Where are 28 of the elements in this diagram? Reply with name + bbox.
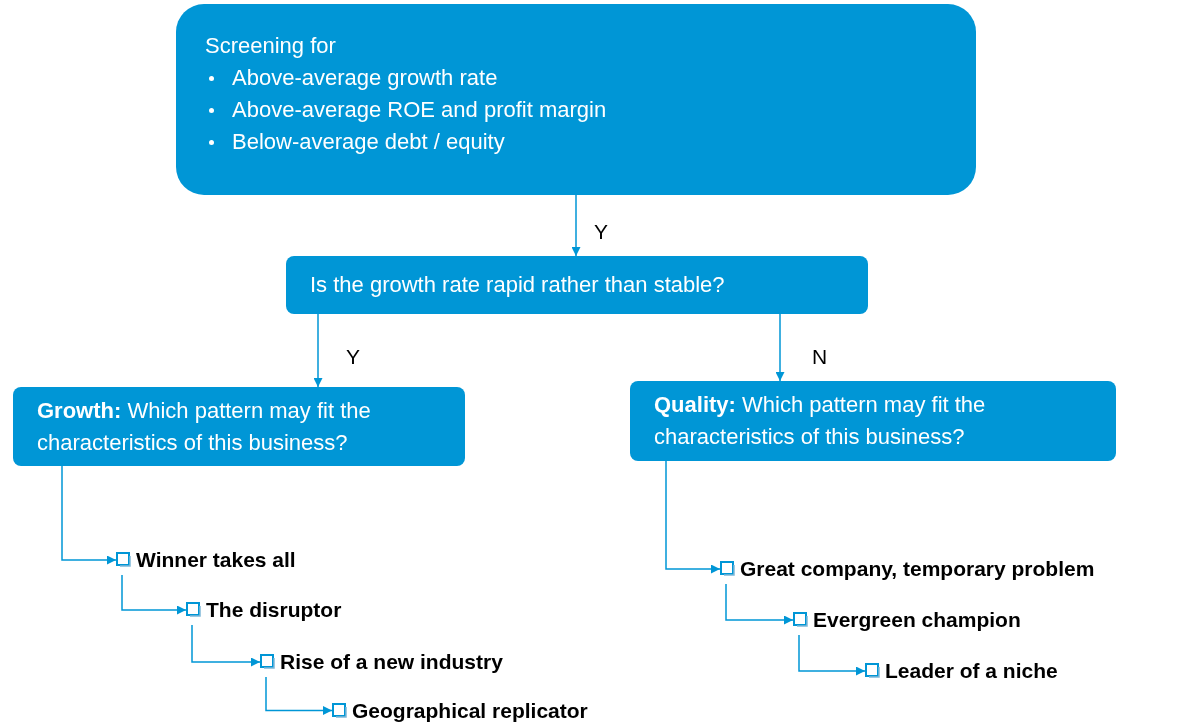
arrow	[775, 313, 785, 382]
pattern-label: The disruptor	[206, 597, 342, 624]
pattern-label: Rise of a new industry	[280, 649, 503, 676]
arrow	[265, 676, 333, 715]
pattern-label: Winner takes all	[136, 547, 296, 574]
box-text: Is the growth rate rapid rather than stable?	[310, 271, 726, 299]
box-text: Quality: Which pattern may fit the characteristics of this business?	[654, 391, 987, 451]
question-box	[630, 381, 1116, 461]
pattern-label: Evergreen champion	[813, 607, 1021, 634]
arrow	[313, 313, 323, 388]
pattern-label: Great company, temporary problem	[740, 556, 1095, 583]
pattern-label: Leader of a niche	[885, 658, 1058, 685]
bullet-text: Below-average debt / equity	[232, 128, 505, 156]
arrow	[121, 574, 187, 615]
box-heading: Screening for	[205, 32, 337, 60]
box-text: Growth: Which pattern may fit the characteristics of this business?	[37, 396, 372, 457]
pattern-label: Geographical replicator	[352, 697, 588, 724]
question-box	[286, 256, 868, 314]
arrow	[798, 634, 866, 676]
arrow	[665, 460, 721, 574]
question-box	[13, 387, 465, 466]
arrow	[61, 465, 117, 565]
bullet-text: Above-average growth rate	[232, 64, 498, 92]
bullet-text: Above-average ROE and profit margin	[232, 96, 607, 124]
arrow	[191, 624, 261, 667]
process-box	[176, 4, 976, 195]
arrow	[571, 194, 581, 257]
arrow	[725, 583, 794, 625]
